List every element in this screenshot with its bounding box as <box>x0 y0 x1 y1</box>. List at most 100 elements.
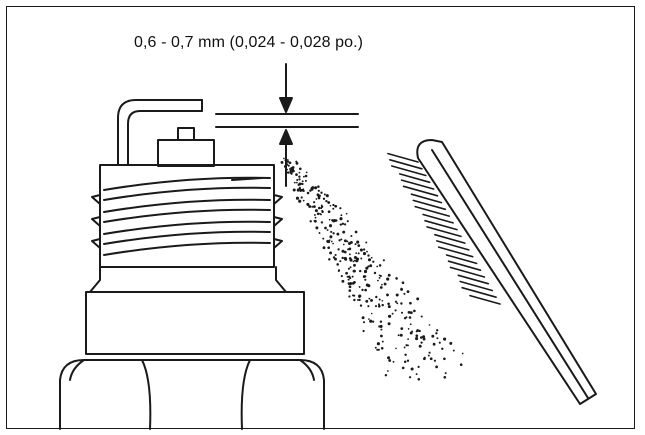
spray-particle <box>433 359 436 362</box>
spray-particle <box>396 302 399 305</box>
spray-particle <box>347 267 350 270</box>
spray-particle <box>354 230 358 234</box>
spray-particle <box>386 293 389 297</box>
spray-particle <box>287 164 290 167</box>
spray-particle <box>313 219 316 222</box>
spray-particle <box>332 207 335 210</box>
spray-particle <box>400 287 403 290</box>
spray-particle <box>380 334 383 338</box>
spray-particle <box>341 222 345 226</box>
spray-particle <box>286 168 289 171</box>
spray-particle <box>381 299 384 302</box>
spray-particle <box>321 210 324 214</box>
spray-particle <box>349 266 352 269</box>
spray-particle <box>342 230 346 234</box>
spray-particle <box>409 311 411 314</box>
spray-particle <box>298 167 302 171</box>
spray-particle <box>422 335 426 339</box>
spray-particle <box>388 359 392 362</box>
spray-particle <box>387 356 391 360</box>
bristle <box>434 233 466 244</box>
spray-particle <box>364 278 367 281</box>
spray-particle <box>348 285 352 289</box>
spray-particle <box>314 209 318 213</box>
spray-particle <box>356 299 359 301</box>
hex-facet-right <box>240 359 251 430</box>
spray-particle <box>340 275 343 278</box>
spray-particle <box>331 219 334 222</box>
spray-particle <box>365 241 368 244</box>
spray-particle <box>400 302 403 305</box>
spray-particle <box>443 337 447 341</box>
spray-particle <box>298 199 302 203</box>
spray-particle <box>420 341 423 344</box>
spray-particle <box>304 174 308 178</box>
spray-particle <box>349 240 353 244</box>
spray-particle <box>291 166 295 169</box>
spray-particle <box>308 205 312 208</box>
spray-particle <box>330 240 333 243</box>
spray-particle <box>325 194 329 198</box>
spray-particle <box>403 360 407 364</box>
spray-particle <box>288 161 292 165</box>
spray-particle <box>313 213 316 216</box>
spray-particle <box>438 341 441 344</box>
spray-particle <box>378 298 381 301</box>
spray-particle <box>313 205 316 208</box>
spray-particle <box>353 294 356 297</box>
spray-particle <box>364 275 367 278</box>
spray-particle <box>365 299 369 303</box>
spray-particle <box>348 253 351 256</box>
bristle <box>459 280 494 292</box>
spray-particle <box>324 226 327 230</box>
spray-particle <box>339 217 343 221</box>
spray-particle <box>358 298 361 302</box>
spray-particle <box>361 316 365 320</box>
spray-particle <box>420 336 423 339</box>
spray-particle <box>436 329 439 332</box>
spray-particle <box>343 239 347 243</box>
spray-particle <box>368 318 370 320</box>
spray-particle <box>368 297 371 300</box>
spray-particle <box>293 181 296 184</box>
spray-particle <box>423 356 426 359</box>
gap-dimension-label: 0,6 - 0,7 mm (0,024 - 0,028 po.) <box>134 34 364 51</box>
spray-particle <box>403 346 406 349</box>
bristle <box>435 240 470 251</box>
spray-particle <box>346 240 349 243</box>
spray-particle <box>379 324 383 328</box>
spray-particle <box>362 252 367 256</box>
spray-particle <box>377 304 381 308</box>
spray-particle <box>367 265 370 268</box>
bristle <box>426 226 462 238</box>
spray-particle <box>367 254 370 257</box>
bristle <box>410 193 443 204</box>
spray-particle <box>392 360 395 363</box>
spray-particle <box>400 311 404 314</box>
spray-particle <box>406 359 410 362</box>
bristle <box>424 219 458 231</box>
spray-particle <box>320 191 323 194</box>
spray-particle <box>309 189 312 192</box>
spray-particle <box>322 237 325 240</box>
thread-lines <box>103 176 271 256</box>
spray-particle <box>413 309 416 313</box>
spray-particle <box>416 297 420 301</box>
spray-particle <box>353 263 356 267</box>
spray-particle <box>314 186 318 190</box>
spray-particle <box>311 205 314 208</box>
spray-particle <box>378 276 381 279</box>
spray-particle <box>296 178 299 182</box>
spray-particle <box>340 238 343 241</box>
spray-particle <box>296 181 298 184</box>
spray-particle <box>459 363 463 366</box>
spray-particle <box>367 284 371 288</box>
wire-brush <box>416 139 597 405</box>
spray-particle <box>349 281 353 286</box>
bristle <box>387 152 419 163</box>
spray-particle <box>300 196 303 199</box>
spray-particle <box>370 312 373 315</box>
spray-particle <box>374 346 377 349</box>
spray-particle <box>309 220 312 223</box>
spray-particle <box>328 239 331 242</box>
